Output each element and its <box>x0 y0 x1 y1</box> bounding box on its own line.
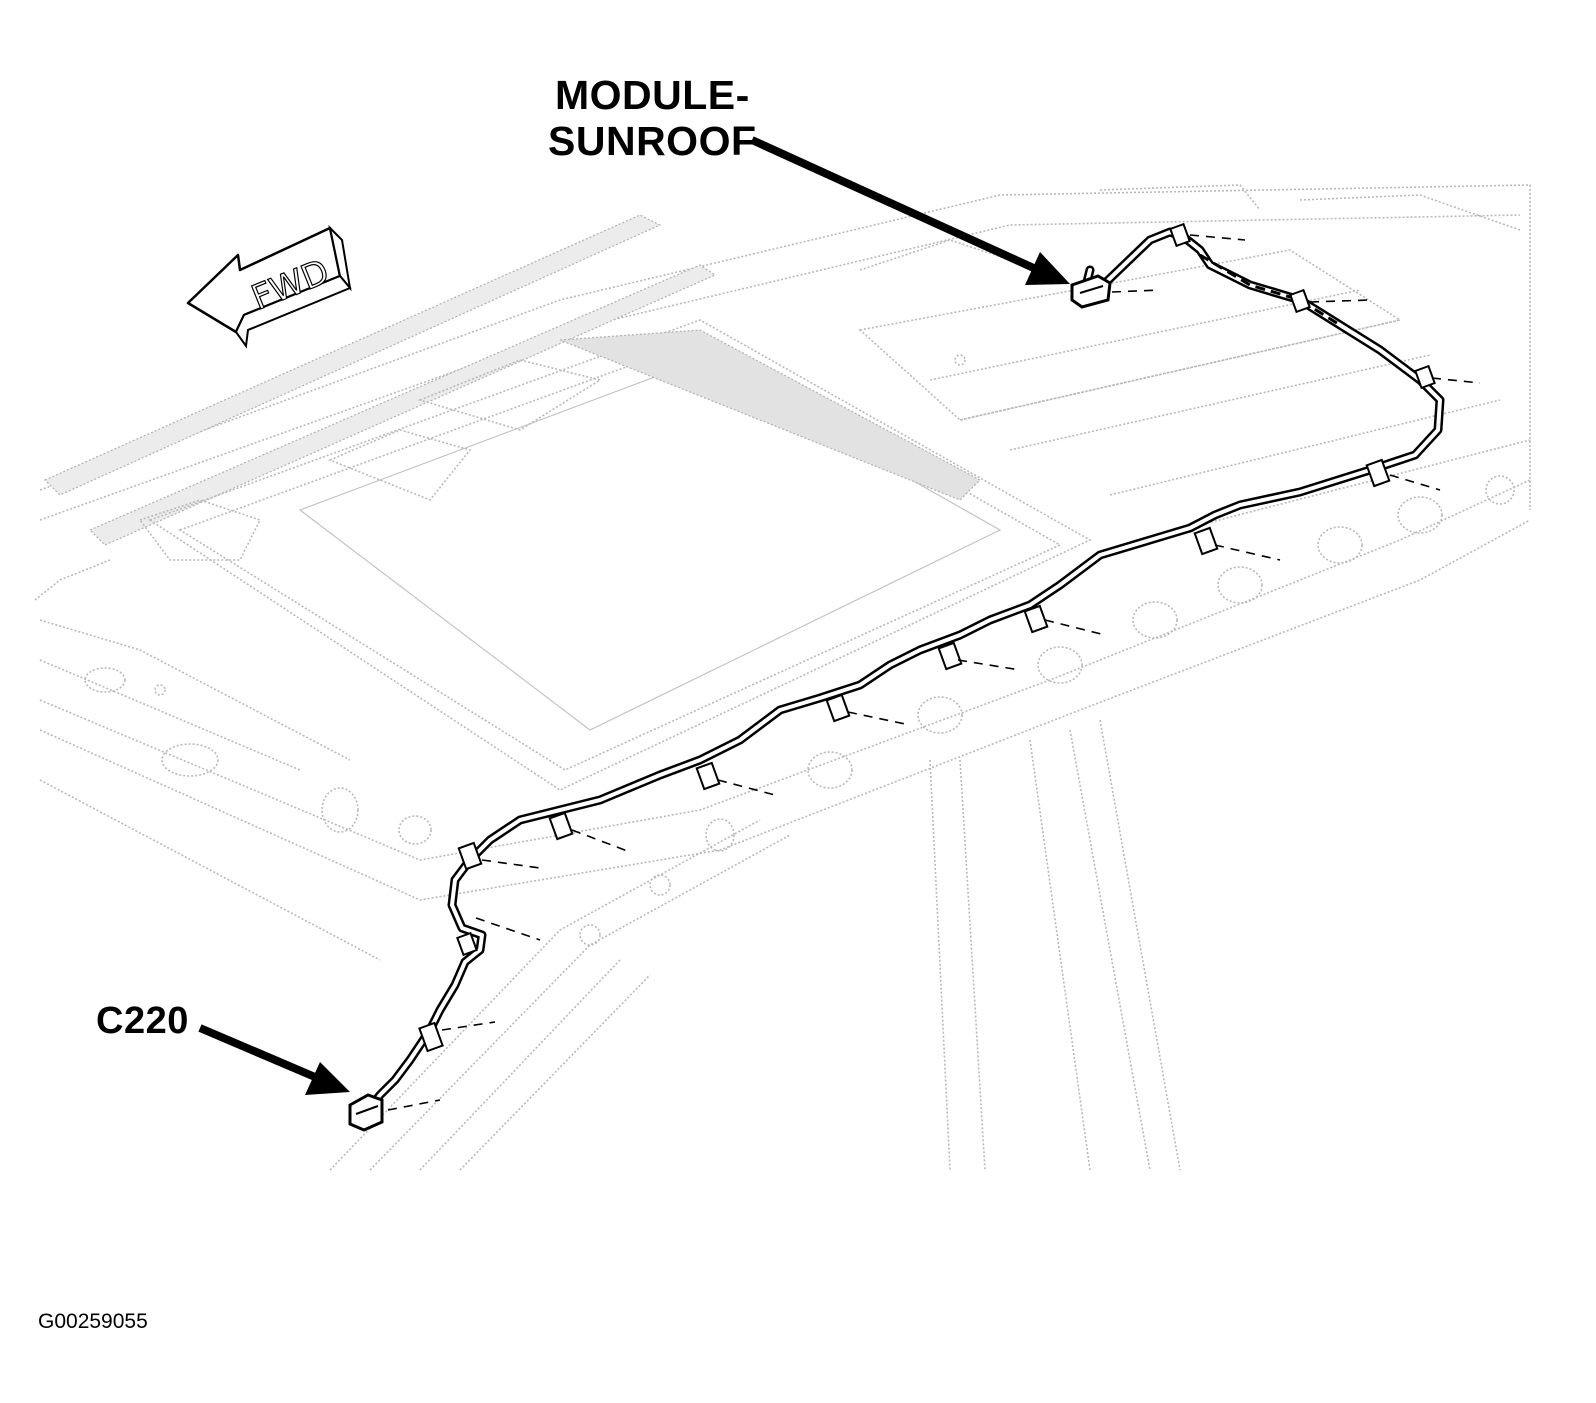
module-sunroof-callout-arrow <box>750 136 1070 285</box>
c220-label: C220 <box>96 1000 189 1042</box>
clip <box>456 931 478 957</box>
clip <box>825 693 851 723</box>
module-sunroof-connector <box>1070 274 1112 309</box>
module-sunroof-label-line2: SUNROOF <box>548 118 757 164</box>
clip <box>1169 222 1191 248</box>
clip <box>937 641 963 671</box>
clip-leader-lines <box>387 234 1481 1111</box>
sunroof-wiring-harness <box>363 227 1445 1115</box>
ghosted-roof-structure <box>34 184 1531 1171</box>
c220-callout-arrow <box>198 1024 350 1095</box>
module-sunroof-label-line1: MODULE- <box>555 72 750 118</box>
harness-hidden-segment <box>1199 253 1341 327</box>
clip <box>1414 364 1436 390</box>
clip <box>457 841 483 871</box>
clip <box>695 761 721 791</box>
clip <box>1193 526 1219 556</box>
clip <box>1023 604 1049 634</box>
figure-id: G00259055 <box>38 1310 148 1333</box>
clip <box>418 1021 444 1053</box>
clip <box>548 811 574 841</box>
harness-clips <box>418 222 1436 1053</box>
clip <box>1365 458 1391 488</box>
c220-connector <box>348 1093 384 1132</box>
fwd-direction-arrow: FWD <box>186 224 352 349</box>
clip <box>1289 288 1311 314</box>
